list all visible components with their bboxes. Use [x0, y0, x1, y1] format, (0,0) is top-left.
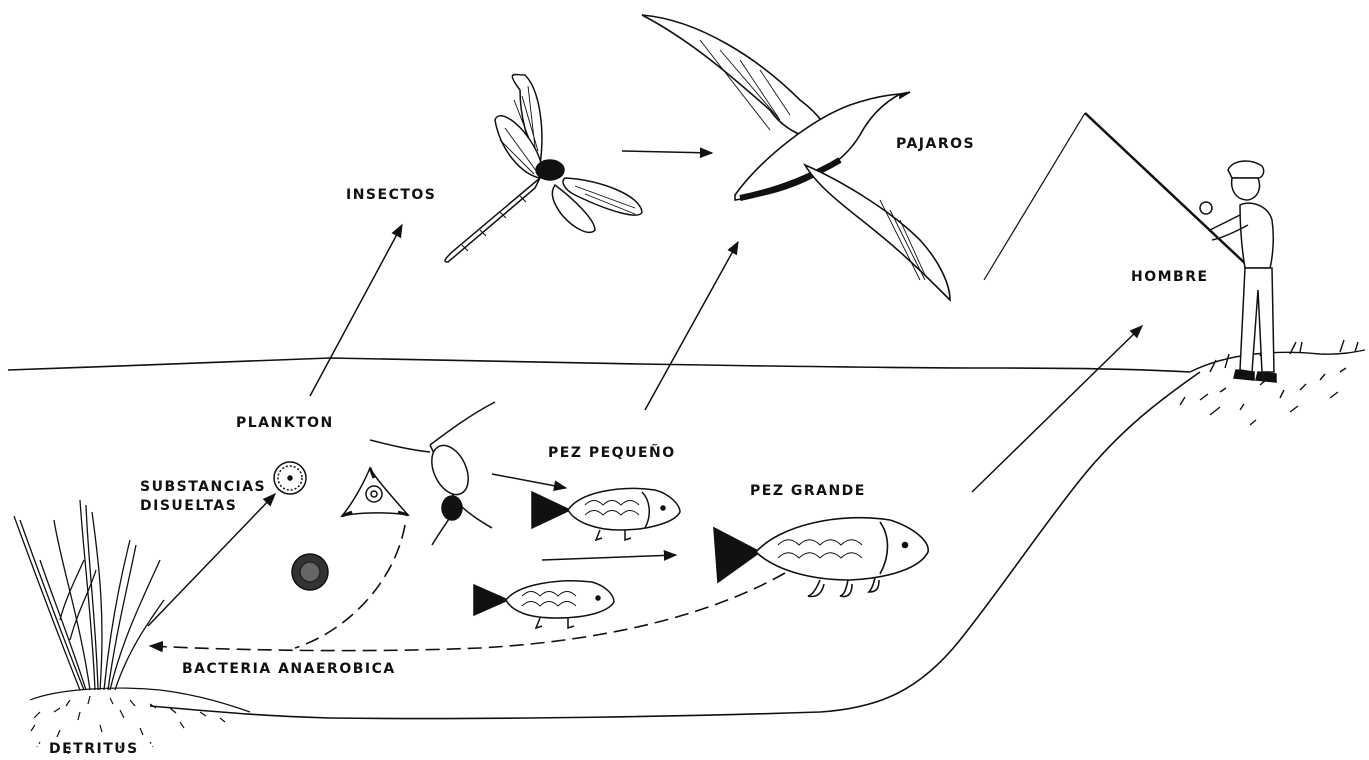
large-fish-icon — [714, 518, 928, 597]
dashed-path-pez-grande-to-detritus — [150, 573, 785, 651]
label-pez-grande: PEZ GRANDE — [750, 482, 866, 500]
label-plankton: PLANKTON — [236, 414, 334, 432]
label-pajaros: PAJAROS — [896, 135, 975, 153]
aquatic-plant-icon — [14, 500, 164, 690]
small-fish-icon — [532, 488, 680, 540]
arrow-small-fish-to-pez-grande — [542, 555, 676, 560]
small-fish-2-icon — [474, 581, 614, 628]
arrow-plankton-to-insectos — [310, 225, 402, 396]
label-disueltas: DISUELTAS — [140, 497, 237, 515]
arrow-pez-grande-to-hombre — [972, 326, 1142, 492]
label-hombre: HOMBRE — [1131, 268, 1209, 286]
arrow-insectos-to-pajaros — [622, 151, 712, 153]
fishing-line — [984, 113, 1085, 280]
bird-icon — [642, 15, 950, 300]
fisherman-icon — [1085, 113, 1276, 382]
label-substancias: SUBSTANCIAS — [140, 478, 266, 496]
label-bacteria: BACTERIA ANAEROBICA — [182, 660, 396, 678]
label-insectos: INSECTOS — [346, 186, 436, 204]
arrow-plankton-to-pez-pequeno — [492, 474, 566, 488]
label-detritus: DETRITUS — [49, 740, 139, 758]
dragonfly-icon — [445, 74, 642, 262]
arrow-pez-pequeno-to-pajaros — [645, 242, 738, 410]
label-pez-pequeno: PEZ PEQUEÑO — [548, 444, 676, 462]
water-surface-line — [8, 358, 1190, 372]
